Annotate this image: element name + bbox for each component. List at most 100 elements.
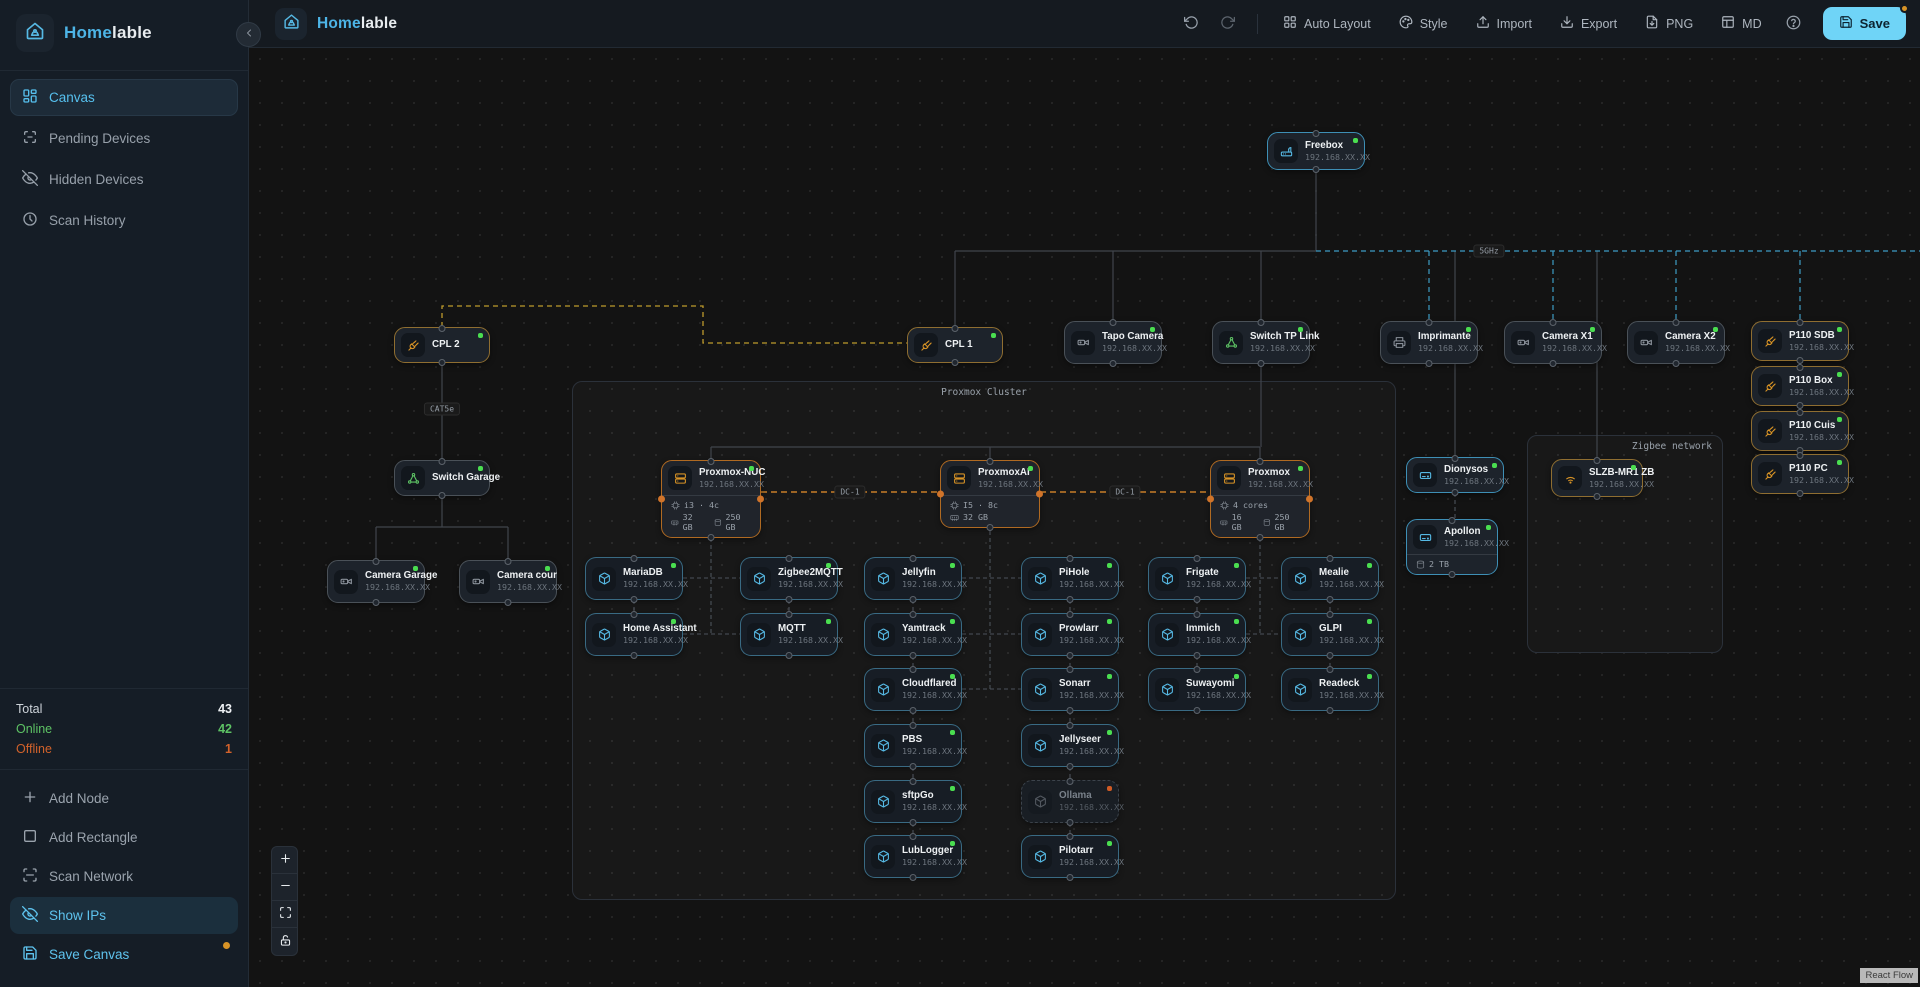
help-button[interactable] — [1779, 9, 1809, 39]
auto-layout-button[interactable]: Auto Layout — [1272, 8, 1382, 39]
save-button[interactable]: Save — [1822, 4, 1909, 40]
cluster-handle[interactable] — [1306, 495, 1313, 503]
undo-button[interactable] — [1177, 9, 1207, 39]
cluster-handle[interactable] — [1036, 490, 1043, 498]
sidebar-item-pending-devices[interactable]: Pending Devices — [10, 120, 238, 157]
zoom-in-button[interactable] — [272, 847, 297, 874]
node-label: Camera X2 — [1665, 331, 1716, 343]
md-export-button[interactable]: MD — [1710, 8, 1772, 39]
sidebar-item-hidden-devices[interactable]: Hidden Devices — [10, 161, 238, 198]
png-export-button[interactable]: PNG — [1634, 8, 1704, 39]
zoom-out-button[interactable] — [272, 874, 297, 901]
sidebar-collapse-button[interactable] — [236, 22, 261, 47]
node-switch-garage[interactable]: Switch Garage — [394, 460, 500, 496]
node-label: MQTT — [778, 623, 806, 635]
node-label: Jellyfin — [902, 567, 936, 579]
total-count: 43 — [218, 702, 232, 716]
edge-label-dc-1: DC-1 — [834, 485, 866, 499]
node-label: P110 SDB — [1789, 329, 1835, 341]
show-ips-button[interactable]: Show IPs — [10, 897, 238, 934]
redo-button[interactable] — [1213, 9, 1243, 39]
import-button[interactable]: Import — [1465, 8, 1543, 39]
sidebar-item-canvas[interactable]: Canvas — [10, 79, 238, 116]
cluster-handle[interactable] — [1207, 495, 1214, 503]
total-label: Total — [16, 702, 43, 716]
scan-network-button[interactable]: Scan Network — [10, 858, 238, 895]
add-node-button[interactable]: Add Node — [10, 780, 238, 817]
node-ip: 192.168.XX.XX — [1319, 635, 1384, 646]
lock-button[interactable] — [272, 928, 297, 955]
node-label: Yamtrack — [902, 623, 946, 635]
node-cpl-2[interactable]: CPL 2 — [394, 327, 490, 363]
online-count: 42 — [218, 722, 232, 736]
cluster-handle[interactable] — [937, 490, 944, 498]
fit-view-button[interactable] — [272, 901, 297, 928]
react-flow-attribution[interactable]: React Flow — [1860, 968, 1918, 983]
add-rectangle-button[interactable]: Add Rectangle — [10, 819, 238, 856]
package-icon — [747, 622, 771, 647]
style-button[interactable]: Style — [1388, 8, 1459, 39]
camera-icon — [334, 569, 358, 594]
group-zigbee-network[interactable]: Zigbee network — [1527, 435, 1723, 653]
node-label: Dionysos — [1444, 463, 1489, 475]
node-ip: 192.168.XX.XX — [1059, 579, 1124, 590]
package-icon — [1028, 677, 1052, 702]
node-cpl-1[interactable]: CPL 1 — [907, 327, 1003, 363]
cluster-handle[interactable] — [658, 495, 665, 503]
cluster-handle[interactable] — [757, 495, 764, 503]
nav-label: Pending Devices — [49, 131, 151, 146]
group-proxmox-cluster[interactable]: Proxmox Cluster — [572, 381, 1396, 900]
table-icon — [1721, 15, 1735, 32]
node-label: Ollama — [1059, 790, 1092, 802]
status-dot-online — [545, 566, 550, 571]
export-button[interactable]: Export — [1549, 8, 1628, 39]
status-dot-online — [1466, 327, 1471, 332]
node-label: Mealie — [1319, 567, 1349, 579]
package-icon — [1155, 566, 1179, 591]
save-canvas-button[interactable]: Save Canvas — [10, 936, 238, 973]
plug-icon — [1758, 329, 1782, 353]
sidebar-item-scan-history[interactable]: Scan History — [10, 202, 238, 239]
